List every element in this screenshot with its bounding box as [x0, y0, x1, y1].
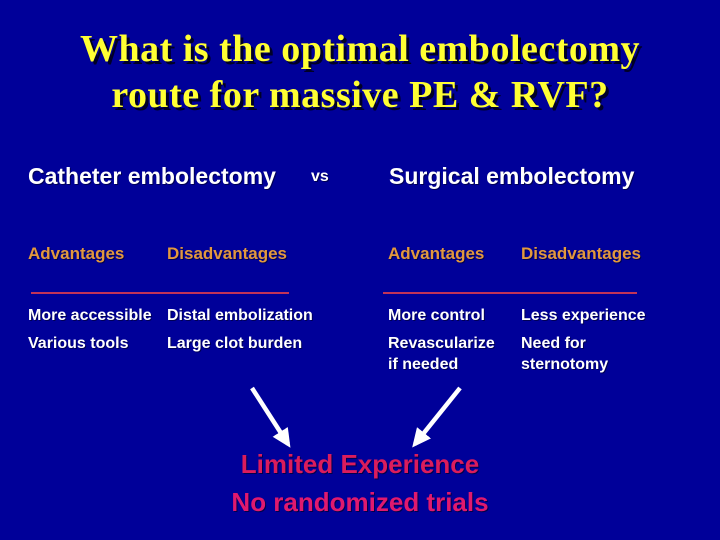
arrow-right-icon: [412, 386, 462, 448]
vs-label: vs: [311, 168, 329, 185]
surgical-column-header: Surgical embolectomy: [389, 163, 635, 189]
title-line-2: route for massive PE & RVF?: [111, 74, 609, 116]
no-randomized-trials-text: No randomized trials: [231, 487, 489, 517]
page-title: What is the optimal embolectomy route fo…: [0, 26, 720, 118]
left-disadvantage-row-2: Large clot burden: [167, 335, 303, 352]
right-divider-line: [383, 292, 637, 294]
left-advantage-row-1: More accessible: [28, 307, 152, 324]
left-disadvantage-row-1: Distal embolization: [167, 307, 313, 324]
right-advantage-row-1: More control: [388, 307, 485, 324]
right-disadvantage-row-1: Less experience: [521, 307, 646, 324]
left-advantage-row-2: Various tools: [28, 335, 129, 352]
right-disadvantages-label: Disadvantages: [521, 244, 641, 263]
left-advantages-label: Advantages: [28, 244, 125, 263]
right-disadvantage-row-2: Need for sternotomy: [521, 335, 609, 373]
right-advantage-row-2: Revascularize if needed: [388, 335, 495, 373]
limited-experience-text: Limited Experience: [240, 449, 480, 479]
title-line-1: What is the optimal embolectomy: [79, 28, 641, 70]
catheter-column-header: Catheter embolectomy: [28, 163, 276, 189]
arrow-left-icon: [250, 386, 291, 448]
left-divider-line: [31, 292, 289, 294]
right-advantages-label: Advantages: [388, 244, 485, 263]
left-disadvantages-label: Disadvantages: [167, 244, 287, 263]
